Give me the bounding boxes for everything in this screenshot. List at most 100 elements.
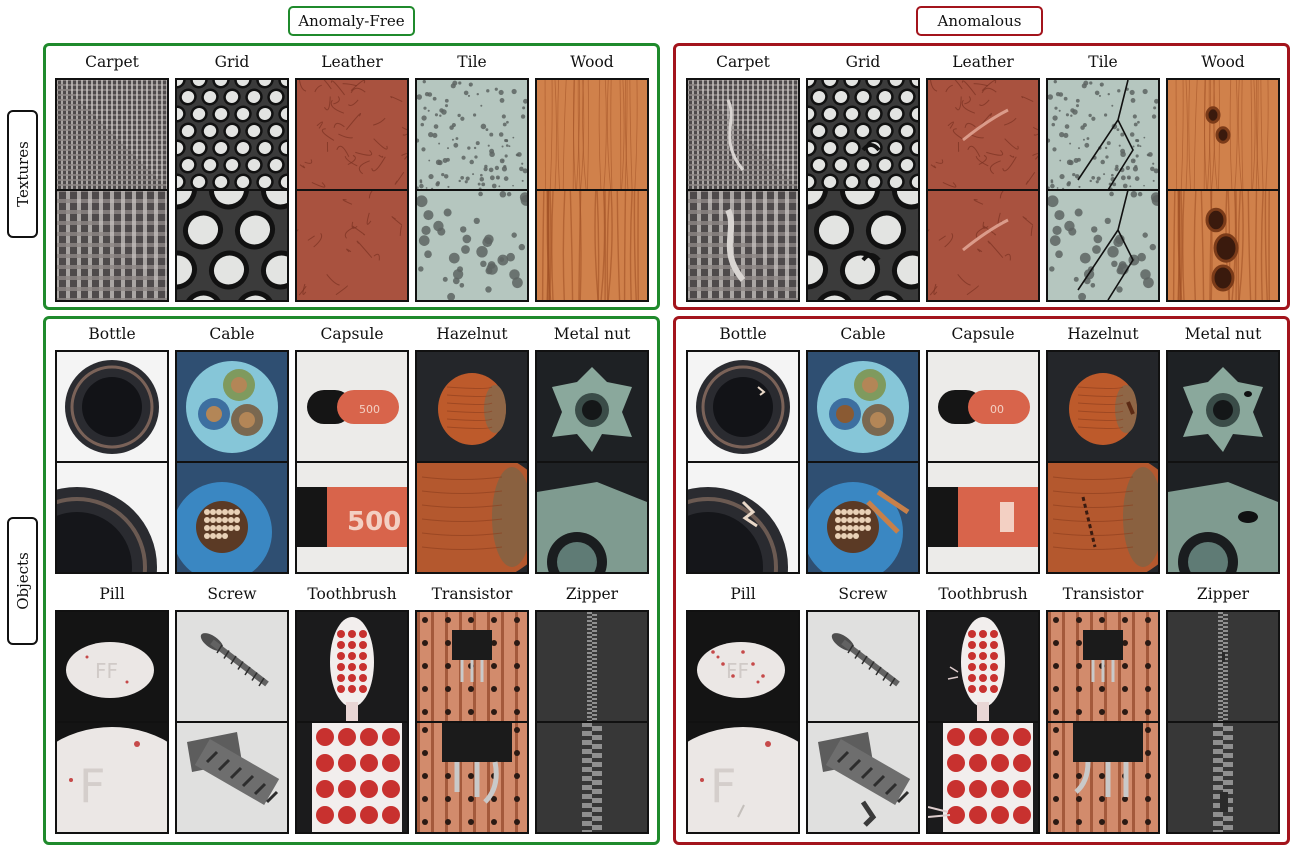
transistor-closeup-image [1048, 722, 1158, 832]
metalnut-label: Metal nut [553, 325, 631, 343]
hazelnut-closeup-image [1048, 462, 1158, 572]
metalnut-overview-image [1168, 352, 1278, 462]
metalnut-image-pair [1166, 350, 1280, 574]
toothbrush-image-pair [926, 610, 1040, 834]
cable-overview-image [177, 352, 287, 462]
leather-label: Leather [321, 53, 383, 71]
grid-closeup-image [177, 190, 287, 300]
metalnut-closeup-image [1168, 462, 1278, 572]
tile-overview-image [417, 80, 527, 190]
metalnut-closeup-image [537, 462, 647, 572]
cable-overview-image [808, 352, 918, 462]
anomaly-free-textures-panel [43, 43, 660, 310]
image-divider [417, 461, 527, 463]
bottle-overview-image [688, 352, 798, 462]
metalnut-overview-image [537, 352, 647, 462]
image-divider [57, 189, 167, 191]
image-divider [537, 461, 647, 463]
toothbrush-overview-image [928, 612, 1038, 722]
anomalous-header: Anomalous [916, 6, 1043, 36]
zipper-image-pair [1166, 610, 1280, 834]
objects-row-label-text: Objects [13, 552, 32, 610]
anomalous-textures-panel [673, 43, 1290, 310]
wood-image-pair [1166, 78, 1280, 302]
tile-closeup-image [417, 190, 527, 300]
carpet-image-pair [55, 78, 169, 302]
image-divider [928, 461, 1038, 463]
image-divider [57, 721, 167, 723]
svg-text:500: 500 [359, 403, 380, 416]
capsule-overview-image: 00 [928, 352, 1038, 462]
cable-image-pair [175, 350, 289, 574]
cable-label: Cable [840, 325, 886, 343]
zipper-overview-image [1168, 612, 1278, 722]
image-divider [297, 189, 407, 191]
svg-text:00: 00 [990, 403, 1004, 416]
cable-image-pair [806, 350, 920, 574]
image-divider [1048, 189, 1158, 191]
svg-text:FF: FF [726, 659, 749, 683]
carpet-label: Carpet [85, 53, 139, 71]
toothbrush-closeup-image [928, 722, 1038, 832]
wood-closeup-image [1168, 190, 1278, 300]
grid-label: Grid [214, 53, 250, 71]
zipper-image-pair [535, 610, 649, 834]
bottle-closeup-image [57, 462, 167, 572]
grid-closeup-image [808, 190, 918, 300]
image-divider [928, 189, 1038, 191]
svg-text:F: F [79, 759, 105, 813]
tile-label: Tile [1088, 53, 1118, 71]
pill-closeup-image: F [688, 722, 798, 832]
wood-closeup-image [537, 190, 647, 300]
image-divider [808, 461, 918, 463]
transistor-label: Transistor [1062, 585, 1144, 603]
capsule-label: Capsule [951, 325, 1015, 343]
image-divider [417, 189, 527, 191]
carpet-label: Carpet [716, 53, 770, 71]
toothbrush-label: Toothbrush [938, 585, 1028, 603]
wood-image-pair [535, 78, 649, 302]
tile-label: Tile [457, 53, 487, 71]
grid-overview-image [808, 80, 918, 190]
zipper-overview-image [537, 612, 647, 722]
image-divider [537, 189, 647, 191]
image-divider [1168, 189, 1278, 191]
toothbrush-image-pair [295, 610, 409, 834]
pill-label: Pill [99, 585, 125, 603]
image-divider [1048, 721, 1158, 723]
anomaly-free-header: Anomaly-Free [288, 6, 415, 36]
transistor-overview-image [1048, 612, 1158, 722]
anomalous-objects-panel [673, 316, 1290, 845]
hazelnut-image-pair [1046, 350, 1160, 574]
metalnut-label: Metal nut [1184, 325, 1262, 343]
image-divider [177, 461, 287, 463]
pill-label: Pill [730, 585, 756, 603]
svg-text:F: F [710, 759, 736, 813]
capsule-label: Capsule [320, 325, 384, 343]
image-divider [1168, 721, 1278, 723]
leather-label: Leather [952, 53, 1014, 71]
image-divider [177, 721, 287, 723]
image-divider [297, 721, 407, 723]
cable-label: Cable [209, 325, 255, 343]
image-divider [928, 721, 1038, 723]
pill-overview-image: FF [57, 612, 167, 722]
hazelnut-overview-image [417, 352, 527, 462]
bottle-label: Bottle [719, 325, 767, 343]
grid-image-pair [806, 78, 920, 302]
carpet-closeup-image [57, 190, 167, 300]
cable-closeup-image [808, 462, 918, 572]
transistor-overview-image [417, 612, 527, 722]
transistor-image-pair [415, 610, 529, 834]
svg-text:FF: FF [95, 659, 118, 683]
zipper-closeup-image [1168, 722, 1278, 832]
carpet-image-pair [686, 78, 800, 302]
image-divider [1048, 461, 1158, 463]
cable-closeup-image [177, 462, 287, 572]
anomaly-free-objects-panel [43, 316, 660, 845]
hazelnut-label: Hazelnut [1067, 325, 1139, 343]
leather-closeup-image [928, 190, 1038, 300]
image-divider [177, 189, 287, 191]
